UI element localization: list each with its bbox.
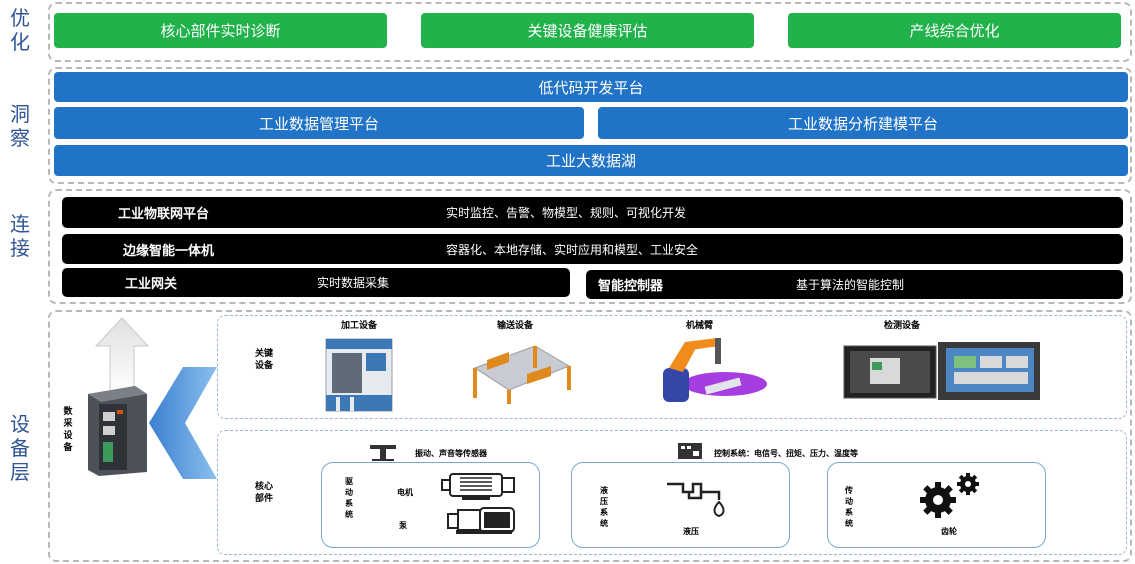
gateway-bar: 工业网关 实时数据采集 (62, 268, 570, 297)
conveyor-icon (473, 345, 571, 404)
collector-label: 数采设备 (63, 407, 73, 453)
layer-label-connect-text: 连接 (10, 212, 30, 260)
control-system-icon (678, 443, 702, 459)
pump-icon (447, 507, 515, 534)
controller-name: 智能控制器 (598, 279, 664, 294)
robot-arm-icon (663, 338, 767, 402)
sensor-icon (370, 445, 396, 461)
layer-label-device: 设备层 (4, 412, 36, 484)
layer-label-insight-text: 洞察 (10, 102, 30, 150)
key-item-robot-arm: 机械臂 (686, 321, 714, 331)
optimize-item-diagnosis: 核心部件实时诊断 (54, 13, 387, 48)
hydraulic-label: 液压 (683, 527, 699, 536)
layer-label-insight: 洞察 (4, 102, 36, 150)
gear-label: 齿轮 (941, 527, 957, 536)
collector-device-icon (88, 386, 147, 476)
inspection-device-icon (843, 342, 1040, 400)
key-item-machining: 加工设备 (341, 321, 378, 331)
motor-label: 电机 (397, 488, 413, 497)
layer-label-optimize-text: 优化 (10, 6, 30, 54)
layer-label-connect: 连接 (4, 212, 36, 260)
hydraulic-system-box (571, 462, 790, 548)
sensor-label: 振动、声音等传感器 (415, 449, 487, 458)
insight-layer (48, 67, 1132, 184)
transmission-system-title: 传动系统 (845, 486, 853, 528)
edge-machine-bar: 边缘智能一体机 容器化、本地存储、实时应用和模型、工业安全 (62, 234, 1123, 264)
controller-desc: 基于算法的智能控制 (796, 278, 905, 292)
key-item-inspection: 检测设备 (884, 321, 921, 331)
lowcode-platform: 低代码开发平台 (54, 72, 1128, 102)
edge-machine-name: 边缘智能一体机 (123, 243, 215, 259)
gateway-name: 工业网关 (125, 277, 178, 292)
layer-label-device-text: 设备层 (10, 412, 30, 484)
optimize-layer (48, 2, 1132, 62)
drive-system-title: 驱动系统 (345, 477, 353, 519)
iot-platform-desc: 实时监控、告警、物模型、规则、可视化开发 (446, 206, 687, 220)
gateway-desc: 实时数据采集 (317, 276, 390, 290)
key-item-conveyor: 输送设备 (497, 321, 534, 331)
optimize-item-line: 产线综合优化 (788, 13, 1121, 48)
chevron-left-icon (149, 367, 217, 479)
data-analysis-platform: 工业数据分析建模平台 (598, 107, 1128, 139)
connect-layer (48, 189, 1132, 304)
hydraulic-icon (667, 482, 725, 518)
data-management-platform: 工业数据管理平台 (54, 107, 584, 139)
control-system-label: 控制系统：电信号、扭矩、压力、温度等 (714, 449, 858, 458)
optimize-item-health: 关键设备健康评估 (421, 13, 754, 48)
pump-label: 泵 (399, 521, 407, 530)
hydraulic-system-title: 液压系统 (600, 486, 608, 528)
key-equipment-title: 关键设备 (255, 349, 274, 371)
gear-icon (920, 473, 979, 518)
layer-label-optimize: 优化 (4, 6, 36, 54)
data-lake: 工业大数据湖 (54, 145, 1128, 176)
device-layer (48, 310, 1132, 562)
motor-icon (441, 473, 515, 500)
edge-machine-desc: 容器化、本地存储、实时应用和模型、工业安全 (446, 242, 699, 257)
machining-center-icon (325, 338, 393, 412)
iot-platform-bar: 工业物联网平台 实时监控、告警、物模型、规则、可视化开发 (62, 197, 1123, 228)
controller-bar: 智能控制器 基于算法的智能控制 (586, 270, 1123, 299)
iot-platform-name: 工业物联网平台 (118, 207, 210, 222)
core-components-title: 核心部件 (255, 482, 274, 504)
